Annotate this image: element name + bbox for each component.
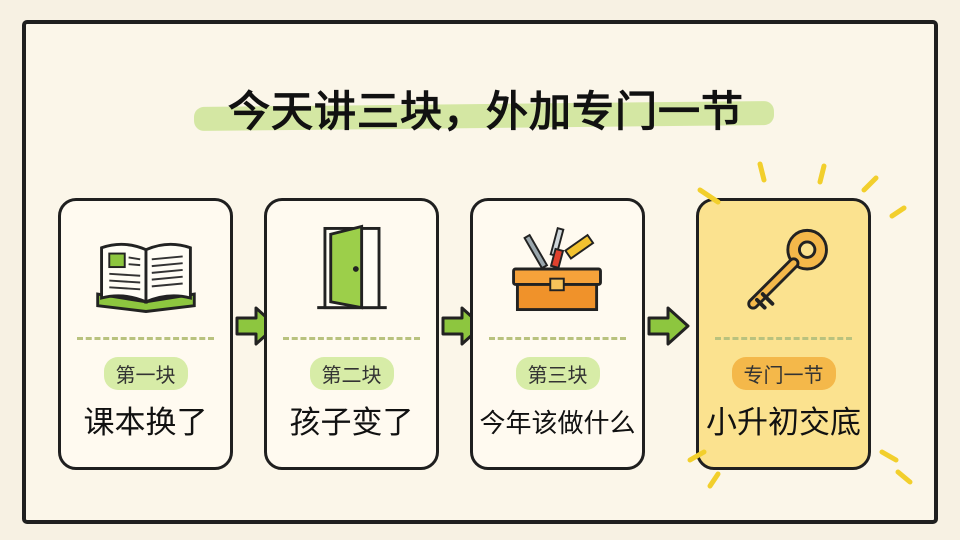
card-label: 孩子变了 [289,405,414,441]
divider [283,337,420,340]
page-title: 今天讲三块，外加专门一节 [227,87,744,136]
card-badge: 专门一节 [731,357,836,390]
card-label: 小升初交底 [706,405,861,441]
toolbox-icon [512,226,602,312]
divider [715,337,852,340]
card-badge: 第二块 [309,357,394,390]
title-area: 今天讲三块，外加专门一节 [186,70,786,138]
card-part-two: 第二块 孩子变了 [264,198,439,470]
card-label: 课本换了 [83,405,208,441]
card-label: 今年该做什么 [479,409,636,439]
divider [489,337,626,340]
card-part-one: 第一块 课本换了 [58,198,233,470]
arrow-right-icon [647,306,690,346]
card-badge: 第一块 [103,357,188,390]
open-door-icon [317,224,387,310]
open-book-icon [96,242,196,313]
card-badge: 第三块 [515,357,600,390]
key-icon [747,228,828,310]
divider [77,337,214,340]
card-part-three: 第三块 今年该做什么 [470,198,645,470]
card-special-section: 专门一节 小升初交底 [696,198,871,470]
